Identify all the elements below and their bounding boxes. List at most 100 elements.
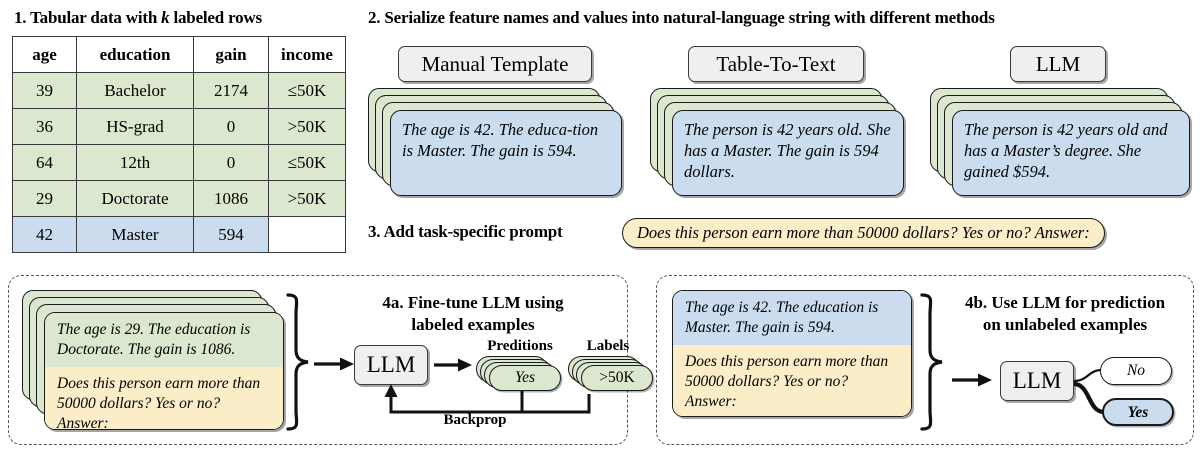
serialized-text-card: The age is 42. The educa-tion is Master.… (390, 110, 622, 196)
section-1-title: 1. Tabular data with k labeled rows (14, 8, 262, 28)
serialized-text: The age is 42. The educa-tion is Master.… (402, 120, 599, 160)
method-label-table-to-text: Table-To-Text (688, 46, 864, 82)
table-row: 36 HS-grad 0 >50K (12, 108, 346, 145)
cell-education: HS-grad (76, 108, 194, 145)
prediction-option-yes-label: Yes (1127, 404, 1149, 421)
table-row: 29 Doctorate 1086 >50K (12, 180, 346, 217)
arrow-to-llm-4b (950, 368, 994, 397)
section-4a-title: 4a. Fine-tune LLM using labeled examples (330, 292, 616, 336)
backprop-path-icon (384, 384, 591, 414)
backprop-wire (350, 382, 640, 429)
cell-age: 42 (12, 216, 77, 253)
prediction-option-no: No (1100, 357, 1172, 385)
llm-box-4a: LLM (354, 345, 428, 385)
cell-income: ≤50K (268, 72, 346, 109)
card-serialized-text: The age is 29. The education is Doctorat… (57, 321, 251, 358)
cell-education: 12th (76, 144, 194, 181)
prediction-branch-wires (1072, 360, 1134, 437)
arrow-right-icon (314, 357, 354, 371)
section-4a-title-line1: 4a. Fine-tune LLM using (382, 293, 564, 312)
cell-income: ≤50K (268, 144, 346, 181)
labeled-example-card-stack: The age is 29. The education is Doctorat… (22, 290, 292, 435)
predictions-label: Preditions (487, 338, 553, 354)
table-row-unlabeled: 42 Master 594 (12, 216, 346, 253)
cell-gain: 0 (193, 144, 269, 181)
cell-gain: 0 (193, 108, 269, 145)
section-1-title-k: k (161, 8, 170, 27)
cell-income: >50K (268, 108, 346, 145)
section-4b-title-line1: 4b. Use LLM for prediction (964, 293, 1166, 312)
panel-4b (656, 275, 1194, 445)
brace-icon (920, 293, 943, 431)
serialized-text: The person is 42 years old. She has a Ma… (684, 120, 891, 181)
cell-age: 29 (12, 180, 77, 217)
column-header-education: education (76, 36, 194, 73)
card-serialized-segment: The age is 29. The education is Doctorat… (45, 313, 283, 367)
brace-4a (282, 292, 316, 432)
arrow-right-icon (952, 373, 992, 387)
cell-education: Bachelor (76, 72, 194, 109)
method-label-manual-template: Manual Template (398, 46, 592, 82)
tabular-data-table: age education gain income 39 Bachelor 21… (12, 36, 346, 253)
labeled-example-card: The age is 29. The education is Doctorat… (44, 312, 284, 430)
cell-income-empty (268, 216, 346, 253)
label-pill: >50K (581, 365, 653, 391)
serialized-text: The person is 42 years old and has a Mas… (964, 120, 1168, 181)
arrow-llm-to-predictions (432, 353, 474, 382)
llm-box-label: LLM (1012, 368, 1062, 393)
llm-box-label: LLM (366, 352, 416, 377)
arrow-right-icon (434, 358, 472, 372)
prediction-pill-stack: Yes (476, 356, 568, 392)
serialized-card-stack-table-to-text: The person is 42 years old. She has a Ma… (650, 88, 910, 204)
section-2-title: 2. Serialize feature names and values in… (368, 8, 995, 27)
branch-path-icon (1073, 368, 1105, 415)
llm-box-4b: LLM (1000, 361, 1074, 401)
table-row: 64 12th 0 ≤50K (12, 144, 346, 181)
labels-label: Labels (586, 338, 630, 354)
cell-age: 64 (12, 144, 77, 181)
column-header-gain: gain (193, 36, 269, 73)
cell-gain: 1086 (193, 180, 269, 217)
label-value: >50K (599, 369, 635, 386)
serialized-text-card: The person is 42 years old and has a Mas… (952, 110, 1190, 196)
cell-age: 36 (12, 108, 77, 145)
unlabeled-example-card: The age is 42. The education is Master. … (672, 290, 912, 417)
method-label-llm: LLM (1010, 46, 1106, 82)
section-3-title: 3. Add task-specific prompt (368, 222, 563, 241)
backprop-label: Backprop (443, 412, 507, 428)
serialized-text-card: The person is 42 years old. She has a Ma… (672, 110, 904, 196)
card-prompt-text: Does this person earn more than 50000 do… (57, 375, 261, 430)
cell-education: Master (76, 216, 194, 253)
serialized-card-stack-manual-template: The age is 42. The educa-tion is Master.… (368, 88, 628, 204)
table-header-row: age education gain income (12, 36, 346, 73)
cell-gain: 2174 (193, 72, 269, 109)
table-row: 39 Bachelor 2174 ≤50K (12, 72, 346, 109)
serialized-card-stack-llm: The person is 42 years old and has a Mas… (930, 88, 1196, 204)
arrow-to-llm-4a (312, 352, 356, 381)
prediction-pill: Yes (489, 365, 561, 391)
brace-icon (286, 293, 309, 431)
cell-age: 39 (12, 72, 77, 109)
cell-income: >50K (268, 180, 346, 217)
column-header-age: age (12, 36, 77, 73)
section-4b-title-line2: on unlabeled examples (982, 315, 1148, 334)
cell-gain: 594 (193, 216, 269, 253)
section-4b-title: 4b. Use LLM for prediction on unlabeled … (940, 292, 1190, 336)
unlabeled-example-card-wrap: The age is 42. The education is Master. … (672, 290, 922, 435)
card-serialized-text: The age is 42. The education is Master. … (685, 299, 879, 336)
card-prompt-segment: Does this person earn more than 50000 do… (45, 367, 283, 430)
column-header-income: income (268, 36, 346, 73)
task-prompt-text: Does this person earn more than 50000 do… (637, 223, 1090, 242)
card-prompt-text: Does this person earn more than 50000 do… (685, 353, 889, 410)
section-4a-title-line2: labeled examples (411, 315, 535, 334)
card-serialized-segment: The age is 42. The education is Master. … (673, 291, 911, 345)
section-1-title-suffix: labeled rows (169, 8, 262, 27)
prediction-value: Yes (514, 369, 536, 386)
cell-education: Doctorate (76, 180, 194, 217)
card-prompt-segment: Does this person earn more than 50000 do… (673, 345, 911, 416)
brace-4b (916, 292, 950, 432)
section-1-title-prefix: 1. Tabular data with (14, 8, 162, 27)
prediction-option-yes: Yes (1102, 398, 1174, 426)
task-prompt-pill: Does this person earn more than 50000 do… (622, 218, 1105, 248)
label-pill-stack: >50K (568, 356, 660, 392)
